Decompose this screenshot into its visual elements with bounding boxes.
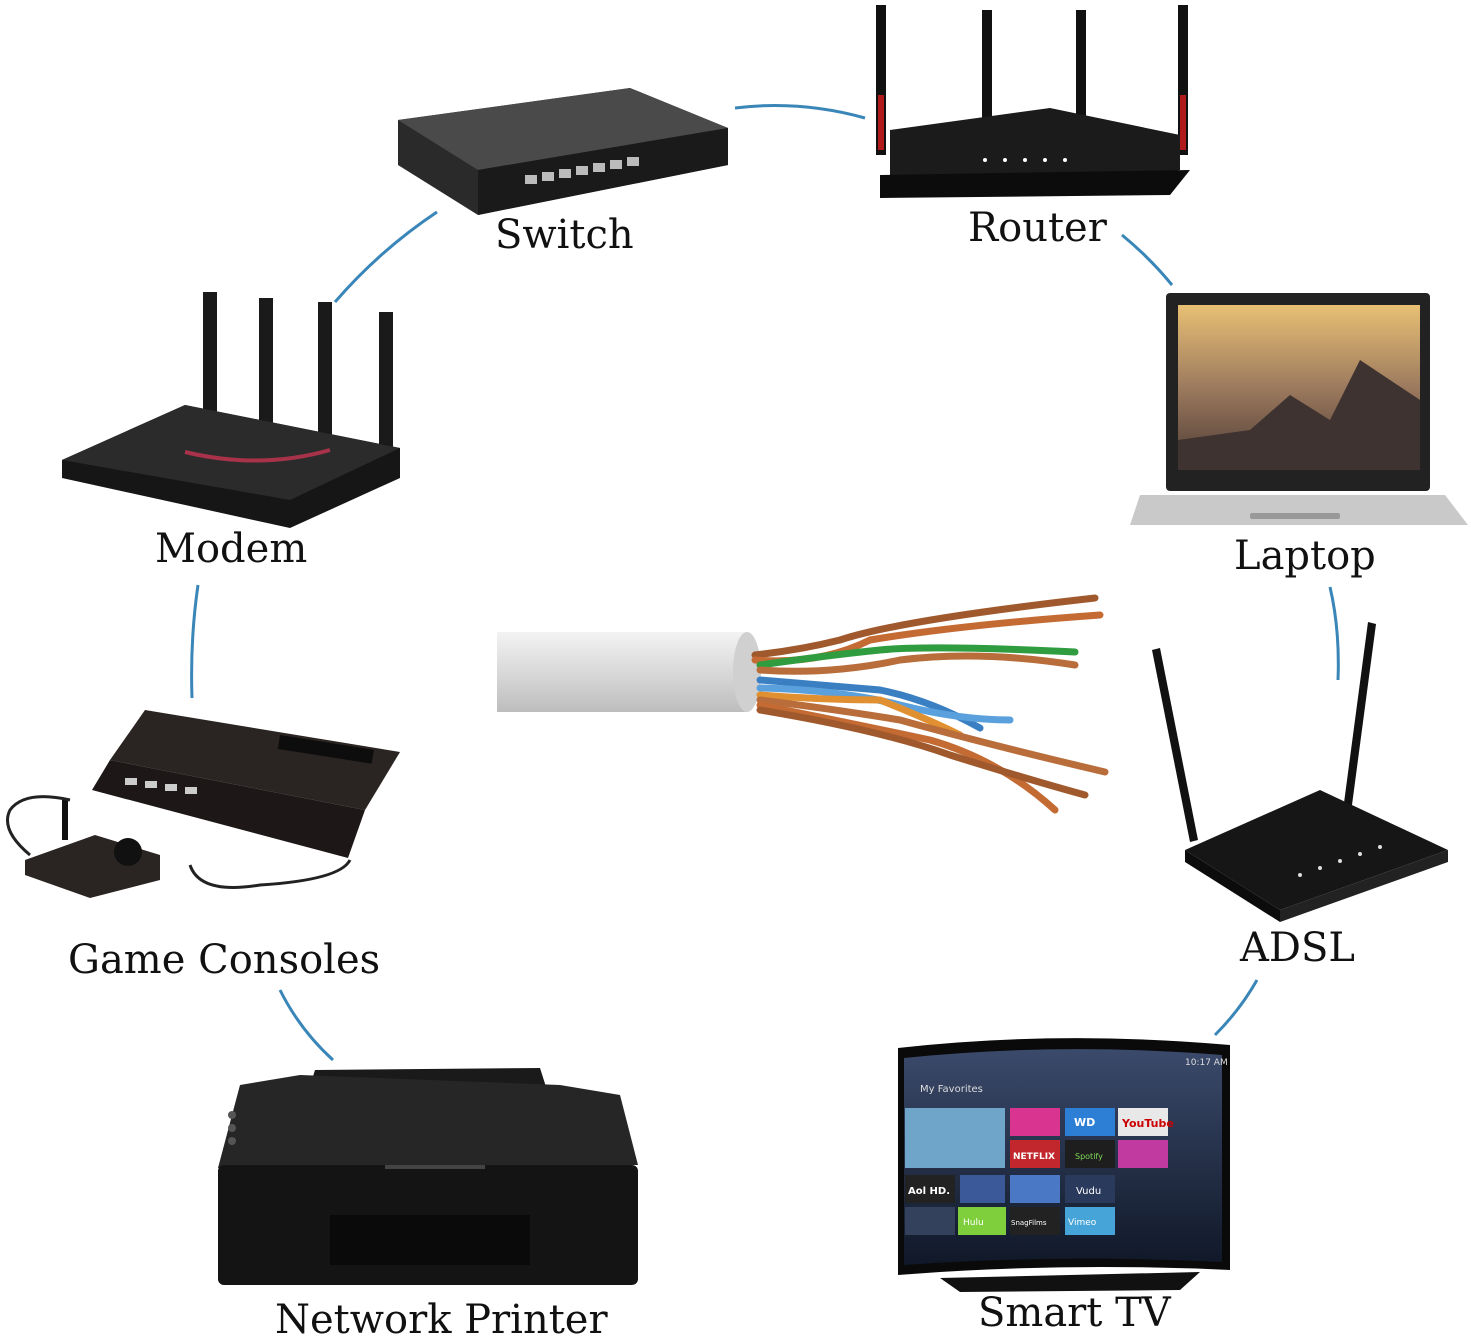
link-switch-router: [734, 104, 866, 120]
tv-tile-vimeo: Vimeo: [1068, 1218, 1097, 1228]
game-console-device: [6, 710, 400, 898]
link-modem-game: [190, 584, 200, 699]
adsl-label: ADSL: [1240, 925, 1355, 971]
link-adsl-tv: [1213, 979, 1259, 1037]
smart-tv-device: My Favorites 10:17 AM YouTube WD NETFLIX…: [898, 1038, 1230, 1292]
router-label: Router: [968, 205, 1107, 251]
router-device: [876, 5, 1190, 198]
connection-links: [190, 104, 1340, 1062]
switch-device: [398, 88, 728, 215]
modem-label: Modem: [155, 526, 308, 572]
tv-tile-youtube: YouTube: [1121, 1117, 1174, 1130]
tv-tile-netflix: NETFLIX: [1013, 1152, 1055, 1162]
tv-favorites-title: My Favorites: [920, 1084, 983, 1095]
link-laptop-adsl: [1328, 586, 1340, 681]
link-game-printer: [278, 989, 335, 1062]
link-modem-switch: [333, 210, 438, 303]
tv-tile-wd: WD: [1074, 1116, 1095, 1129]
smart-tv-label: Smart TV: [978, 1290, 1171, 1336]
tv-clock: 10:17 AM: [1185, 1058, 1228, 1068]
tv-tile-hulu: Hulu: [963, 1218, 984, 1228]
laptop-device: [1130, 293, 1468, 525]
tv-app-tiles: [905, 1108, 1168, 1235]
printer-device: [218, 1068, 638, 1285]
laptop-label: Laptop: [1234, 533, 1376, 579]
link-router-laptop: [1121, 233, 1174, 286]
game-consoles-label: Game Consoles: [68, 937, 381, 983]
tv-tile-spotify: Spotify: [1075, 1152, 1103, 1161]
ethernet-cable-center: [497, 594, 1109, 814]
tv-tile-vudu: Vudu: [1076, 1186, 1101, 1197]
tv-tile-aol: Aol HD.: [908, 1186, 950, 1197]
tv-tile-snagfilms: SnagFilms: [1011, 1219, 1047, 1227]
modem-device: [62, 292, 400, 528]
network-printer-label: Network Printer: [275, 1297, 608, 1343]
adsl-device: [1152, 622, 1448, 922]
switch-label: Switch: [495, 212, 634, 258]
